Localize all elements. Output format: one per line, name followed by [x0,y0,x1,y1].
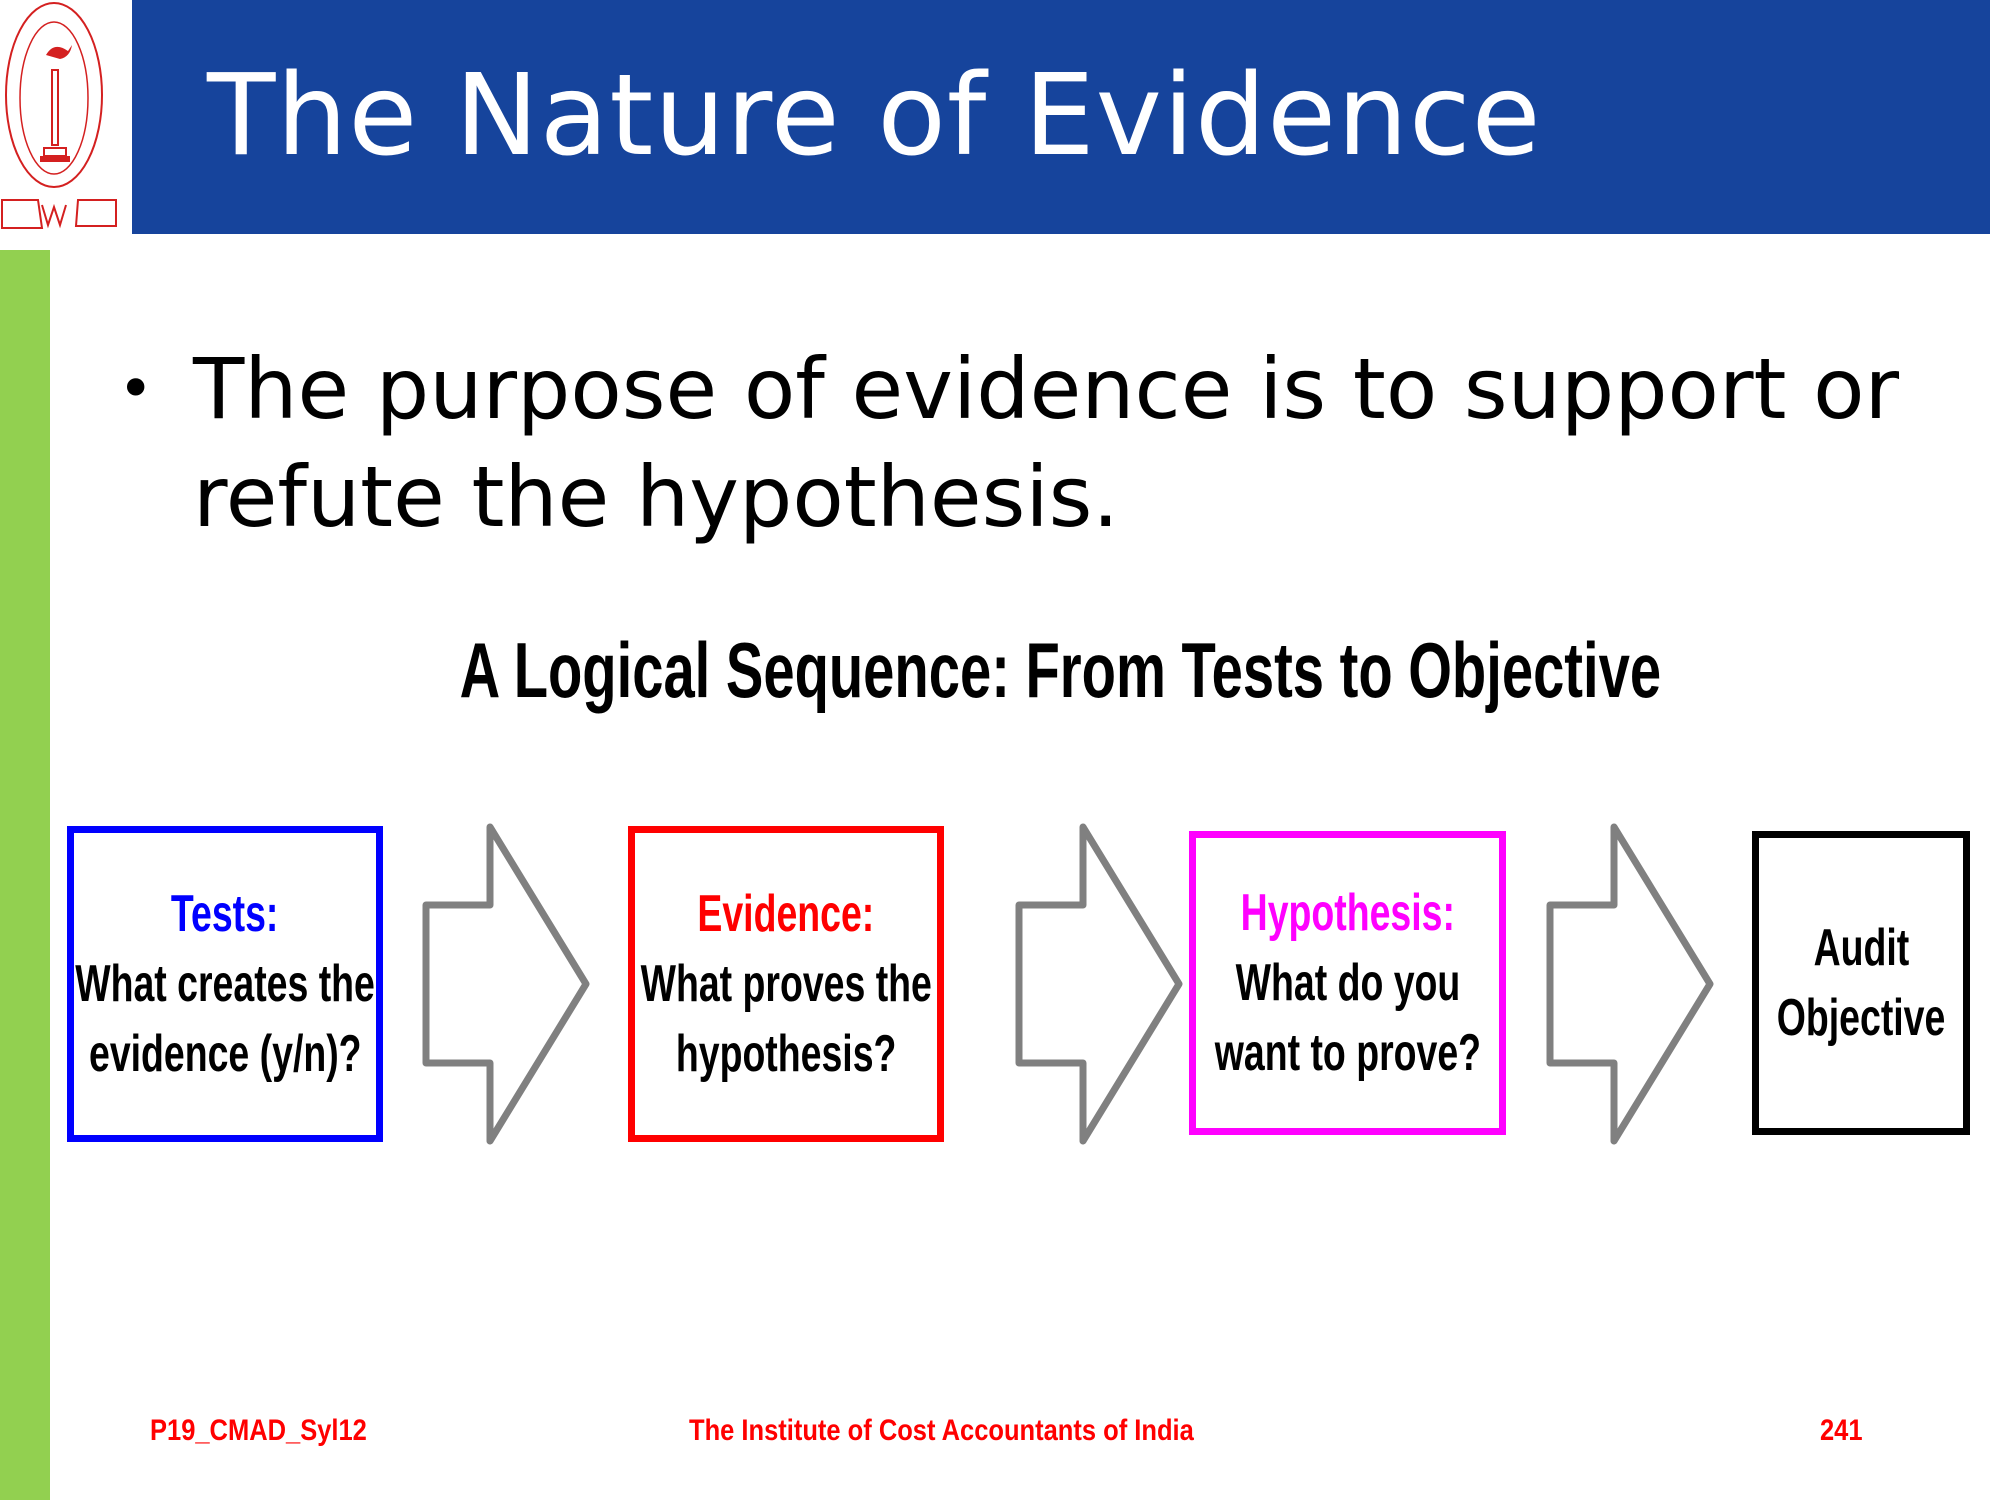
step-line: Audit [1813,919,1909,977]
step-hypothesis: Hypothesis: What do you want to prove? [1189,831,1506,1135]
step-line: What creates the [75,955,375,1013]
arrow-right-icon [1015,823,1183,1145]
step-label: Hypothesis: [1240,884,1455,942]
step-evidence: Evidence: What proves the hypothesis? [628,826,944,1142]
step-line: What do you [1235,954,1460,1012]
diagram-title: A Logical Sequence: From Tests to Object… [459,626,1661,714]
bullet-text: The purpose of evidence is to support or… [193,340,1900,546]
bullet-icon: • [118,354,154,424]
step-tests: Tests: What creates the evidence (y/n)? [67,826,383,1142]
step-line: evidence (y/n)? [88,1025,362,1083]
step-line: hypothesis? [675,1025,897,1083]
slide-title: The Nature of Evidence [207,51,1542,181]
step-line: Objective [1776,989,1946,1047]
step-label: Evidence: [697,885,875,943]
institute-logo [1,2,117,229]
step-audit-objective: Audit Objective [1752,831,1970,1135]
arrow-right-icon [422,823,590,1145]
step-line: want to prove? [1214,1024,1481,1082]
step-label: Tests: [171,885,279,943]
step-line: What proves the [640,955,932,1013]
title-banner: The Nature of Evidence [132,0,1990,234]
accent-bar [0,250,50,1500]
footer-institute: The Institute of Cost Accountants of Ind… [689,1414,1194,1447]
footer-course-code: P19_CMAD_Syl12 [150,1414,367,1447]
arrow-right-icon [1546,823,1714,1145]
page-number: 241 [1820,1414,1863,1447]
